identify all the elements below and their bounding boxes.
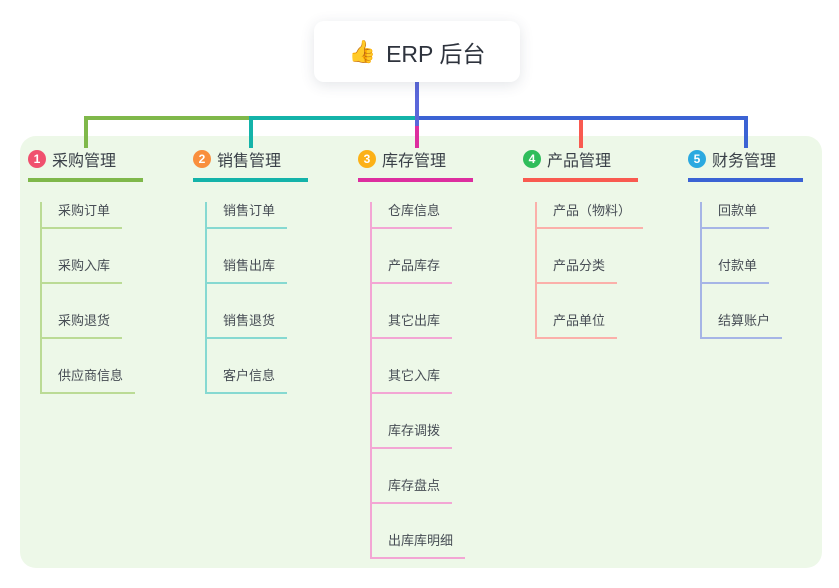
branch-items: 回款单付款单结算账户: [700, 202, 783, 339]
sub-item[interactable]: 付款单: [702, 257, 770, 284]
branch-1: 1 采购管理 采购订单采购入库采购退货供应商信息: [28, 148, 180, 394]
sub-item[interactable]: 产品（物料）: [537, 202, 644, 229]
sub-item[interactable]: 出库库明细: [372, 532, 466, 559]
branch-header[interactable]: 1 采购管理: [28, 148, 143, 182]
sub-item[interactable]: 采购退货: [42, 312, 123, 339]
sub-item[interactable]: 仓库信息: [372, 202, 453, 229]
drop-line-branch-2: [249, 116, 253, 148]
sub-item[interactable]: 销售退货: [207, 312, 288, 339]
branch-header[interactable]: 4 产品管理: [523, 148, 638, 182]
branch-label: 库存管理: [382, 153, 447, 170]
branch-items: 产品（物料） 产品分类产品单位: [535, 202, 644, 339]
branch-number-badge: 4: [523, 150, 541, 168]
branch-number-badge: 3: [358, 150, 376, 168]
branch-items: 仓库信息产品库存其它出库其它入库库存调拨库存盘点出库库明细: [370, 202, 466, 559]
thumbs-up-icon: 👍: [348, 38, 377, 64]
sub-item[interactable]: 产品分类: [537, 257, 618, 284]
drop-line-branch-3: [415, 120, 419, 148]
branches-background-panel: [20, 136, 822, 568]
sub-item[interactable]: 产品单位: [537, 312, 618, 339]
branch-label: 采购管理: [52, 153, 117, 170]
branch-header[interactable]: 5 财务管理: [688, 148, 803, 182]
sub-item[interactable]: 库存盘点: [372, 477, 453, 504]
trunk-line-left: [84, 116, 253, 120]
root-node-label: ERP 后台: [386, 40, 486, 67]
sub-item[interactable]: 客户信息: [207, 367, 288, 394]
branch-items: 销售订单销售出库销售退货客户信息: [205, 202, 288, 394]
sub-item[interactable]: 供应商信息: [42, 367, 136, 394]
drop-line-branch-5: [744, 116, 748, 148]
branch-number-badge: 1: [28, 150, 46, 168]
branch-header[interactable]: 3 库存管理: [358, 148, 473, 182]
branch-5: 5 财务管理 回款单付款单结算账户: [688, 148, 839, 339]
sub-item[interactable]: 其它出库: [372, 312, 453, 339]
sub-item[interactable]: 结算账户: [702, 312, 783, 339]
branch-label: 财务管理: [712, 153, 777, 170]
branch-label: 产品管理: [547, 153, 612, 170]
branch-items: 采购订单采购入库采购退货供应商信息: [40, 202, 136, 394]
sub-item[interactable]: 产品库存: [372, 257, 453, 284]
branch-number-badge: 2: [193, 150, 211, 168]
drop-line-branch-1: [84, 116, 88, 148]
sub-item[interactable]: 回款单: [702, 202, 770, 229]
sub-item[interactable]: 库存调拨: [372, 422, 453, 449]
sub-item[interactable]: 销售订单: [207, 202, 288, 229]
branch-header[interactable]: 2 销售管理: [193, 148, 308, 182]
sub-item[interactable]: 采购入库: [42, 257, 123, 284]
sub-item[interactable]: 采购订单: [42, 202, 123, 229]
sub-item[interactable]: 销售出库: [207, 257, 288, 284]
branch-label: 销售管理: [217, 153, 282, 170]
trunk-line-right: [415, 116, 748, 120]
sub-item[interactable]: 其它入库: [372, 367, 453, 394]
branch-number-badge: 5: [688, 150, 706, 168]
branch-3: 3 库存管理 仓库信息产品库存其它出库其它入库库存调拨库存盘点出库库明细: [358, 148, 510, 559]
trunk-line-mid: [251, 116, 417, 120]
drop-line-branch-4: [579, 120, 583, 148]
branch-4: 4 产品管理 产品（物料） 产品分类产品单位: [523, 148, 675, 339]
branch-2: 2 销售管理 销售订单销售出库销售退货客户信息: [193, 148, 345, 394]
root-tail-line: [415, 82, 419, 126]
root-node-erp[interactable]: 👍 ERP 后台: [314, 21, 520, 82]
